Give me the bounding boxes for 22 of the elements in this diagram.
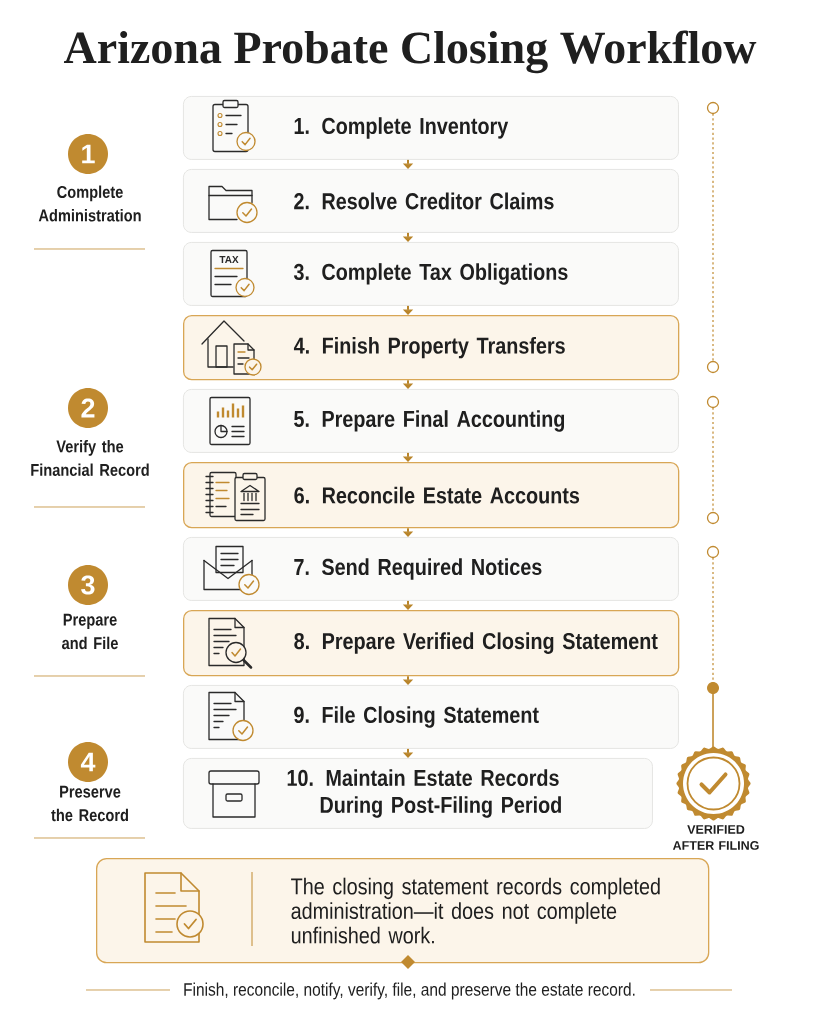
badge-caption: VERIFIED AFTER FILING — [672, 825, 759, 850]
icon-text: TAX — [219, 256, 239, 263]
step-box: 6. Reconcile Estate Accounts — [183, 462, 680, 529]
step-box: 5. Prepare Final Accounting — [183, 389, 679, 453]
step-box: 1. Complete Inventory — [183, 96, 679, 160]
step-box: 2. Resolve Creditor Claims — [183, 169, 679, 233]
phase-label: Verify the Financial Record — [31, 440, 149, 476]
title: Arizona Probate Closing Workflow — [63, 30, 757, 74]
number-badge: 4 — [68, 742, 108, 782]
phase-label: Preserve the Record — [51, 785, 128, 822]
footer-note: Finish, reconcile, notify, verify, file, and preserve the estate record. — [184, 982, 635, 1000]
step-box: 8. Prepare Verified Closing Statement — [183, 610, 680, 677]
callout-box: The closing statement records completed administration—it does not complete unfinished work. — [96, 858, 710, 964]
step-box: 4. Finish Property Transfers — [183, 315, 680, 381]
step-box: 7. Send Required Notices — [183, 537, 679, 601]
phase-label: Prepare and File — [62, 613, 118, 650]
number-badge: 1 — [68, 134, 108, 174]
number-badge: 2 — [68, 388, 108, 428]
step-box: 9. File Closing Statement — [183, 685, 679, 749]
step-box: 10. Maintain Estate Records During Post-Filing Period — [183, 758, 653, 829]
number-badge: 3 — [68, 565, 108, 605]
phase-label: Complete Administration — [38, 185, 141, 222]
